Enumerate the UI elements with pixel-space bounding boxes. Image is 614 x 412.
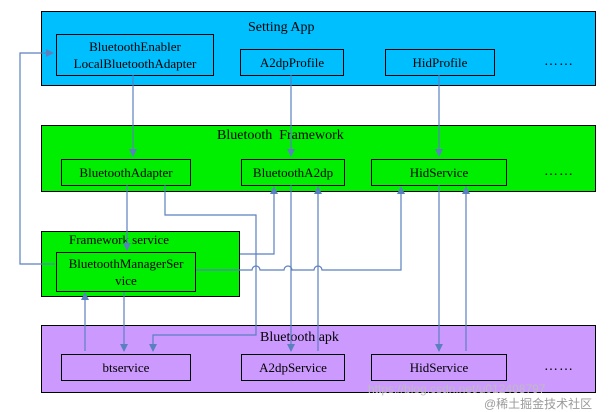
bluetooth-adapter-box: BluetoothAdapter xyxy=(61,159,191,186)
framework-service-title: Framework service xyxy=(69,232,169,247)
watermark-site: @稀土掘金技术社区 xyxy=(484,397,593,411)
a2dp-service-box: A2dpService xyxy=(241,354,345,381)
framework-ellipsis: …… xyxy=(544,164,574,179)
bluetooth-framework-title: Bluetooth Framework xyxy=(217,128,344,143)
btservice-box: btservice xyxy=(61,354,191,381)
bluetooth-framework-layer: Bluetooth Framework BluetoothAdapter Blu… xyxy=(41,125,596,192)
arrow-manager-to-framework xyxy=(196,186,405,271)
framework-service-layer: Framework service BluetoothManagerSer vi… xyxy=(41,231,240,297)
watermark-url: https://blog.csdn.net/u012408797 xyxy=(368,382,546,396)
apk-hid-service-box: HidService xyxy=(371,354,507,381)
apk-ellipsis: …… xyxy=(544,359,574,374)
hid-profile-box: HidProfile xyxy=(385,49,495,76)
arrow-adapter-to-btservice xyxy=(149,185,257,352)
setting-app-layer: Setting App BluetoothEnabler LocalBlueto… xyxy=(41,11,596,86)
arrow-manager-to-enabler xyxy=(19,49,55,265)
arrow-manager-to-a2dp xyxy=(240,186,278,255)
bluetooth-apk-title: Bluetooth apk xyxy=(260,330,339,345)
bluetooth-a2dp-box: BluetoothA2dp xyxy=(241,159,345,186)
bluetooth-enabler-box: BluetoothEnabler LocalBluetoothAdapter xyxy=(56,34,214,76)
bluetooth-manager-service-box: BluetoothManagerSer vice xyxy=(56,252,196,292)
setting-app-ellipsis: …… xyxy=(544,54,574,69)
a2dp-profile-box: A2dpProfile xyxy=(240,49,344,76)
setting-app-title: Setting App xyxy=(248,20,315,35)
